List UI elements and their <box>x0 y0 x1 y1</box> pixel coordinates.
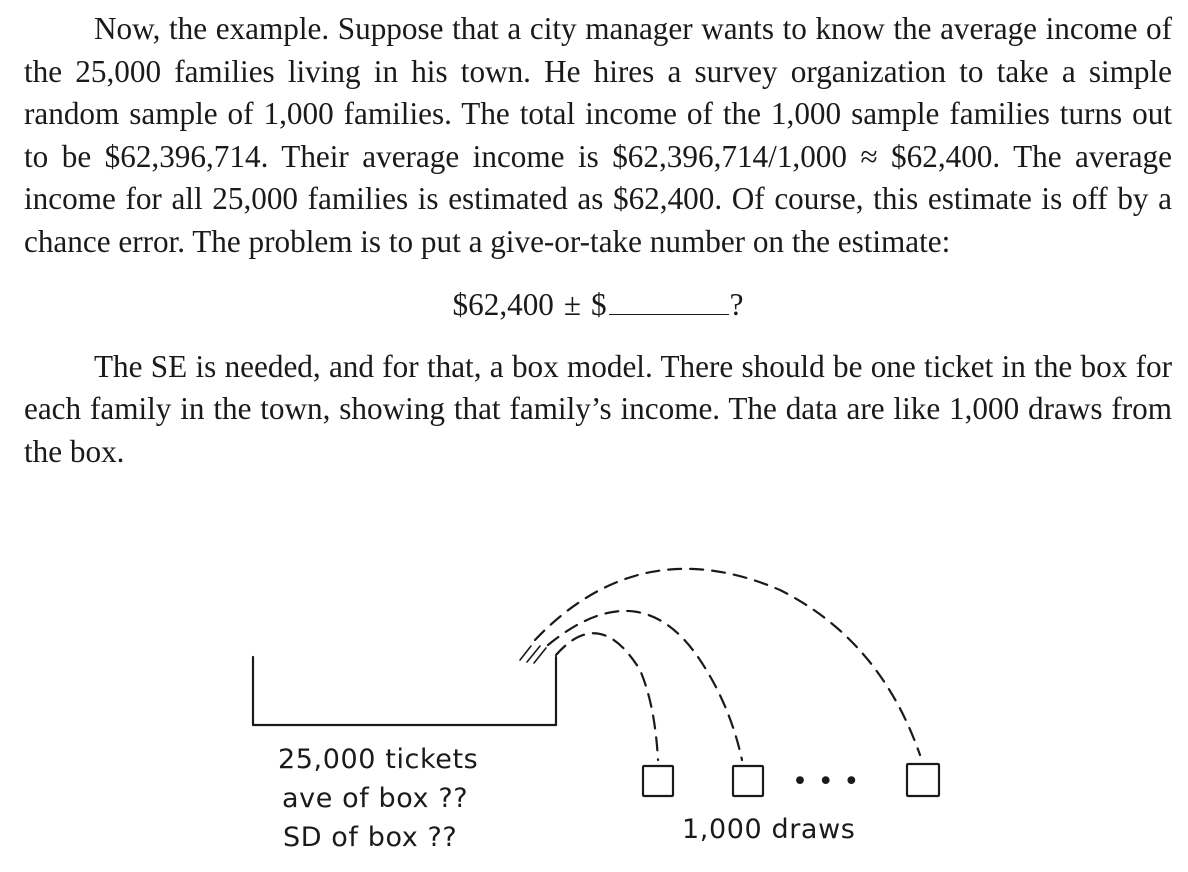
draw-arc-1 <box>554 632 660 762</box>
dollar-sign: $ <box>591 286 607 322</box>
draws-label: 1,000 draws <box>682 814 855 845</box>
box-label-sd: SD of box ?? <box>283 822 457 853</box>
box-outline <box>251 655 558 727</box>
estimate-equation: $62,400±$? <box>24 284 1172 326</box>
question-mark: ? <box>729 286 744 322</box>
draw-ticket-1 <box>641 764 675 798</box>
blank-line <box>608 313 729 315</box>
estimate-value: $62,400 <box>452 286 554 322</box>
draw-ticket-3 <box>905 762 941 798</box>
motion-marks <box>519 645 547 664</box>
paragraph-box-model: The SE is needed, and for that, a box mo… <box>24 348 1172 469</box>
box-label-tickets: 25,000 tickets <box>278 744 478 775</box>
ellipsis-dots: • • • <box>792 766 860 797</box>
box-label-average: ave of box ?? <box>282 783 468 814</box>
paragraph-example: Now, the example. Suppose that a city ma… <box>24 11 1172 259</box>
draw-arc-2 <box>546 609 744 762</box>
draw-ticket-2 <box>731 764 765 798</box>
draw-arc-3 <box>533 567 922 757</box>
plus-minus-symbol: ± <box>563 286 582 322</box>
page-text: Now, the example. Suppose that a city ma… <box>24 8 1172 473</box>
